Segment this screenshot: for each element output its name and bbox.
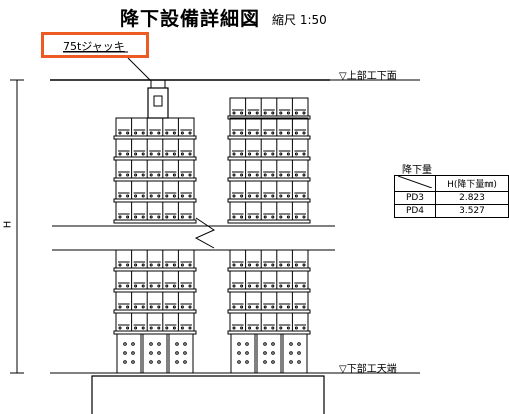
diagonal-slash-icon — [397, 175, 433, 189]
table-header-row: H(降下量㎜) — [394, 175, 509, 192]
cribbing-layer — [115, 312, 195, 332]
top-level-label: ▽上部工下面 — [339, 71, 397, 82]
cribbing-layer — [115, 249, 195, 269]
base-block — [142, 333, 168, 374]
cribbing-layer — [229, 180, 309, 200]
jack-label: 75tジャッキ — [63, 40, 125, 53]
cribbing-layer — [115, 117, 195, 137]
drop-table-title: 降下量 — [402, 165, 432, 176]
cribbing-plate — [227, 115, 311, 120]
table-row: PD3 2.823 — [394, 191, 509, 205]
cribbing-layer — [115, 270, 195, 290]
table-row: PD4 3.527 — [394, 204, 509, 218]
cribbing-layer — [229, 291, 309, 311]
cribbing-layer — [229, 159, 309, 179]
cribbing-layer — [115, 159, 195, 179]
table-cell-name: PD3 — [394, 191, 436, 205]
base-block — [256, 333, 282, 374]
height-dimension-label: H — [2, 220, 14, 229]
cribbing-layer — [115, 180, 195, 200]
drawing-title: 降下設備詳細図 — [120, 8, 261, 30]
table-header-cell — [394, 175, 436, 192]
cribbing-plate — [113, 219, 197, 224]
jack-body — [147, 87, 169, 119]
table-cell-name: PD4 — [394, 204, 436, 218]
base-block — [282, 333, 308, 374]
table-cell-value: 3.527 — [435, 204, 509, 218]
table-header-cell: H(降下量㎜) — [435, 175, 509, 192]
cribbing-layer — [229, 201, 309, 221]
pier-block — [91, 375, 325, 414]
cribbing-layer — [229, 97, 309, 117]
base-block — [230, 333, 256, 374]
cribbing-layer — [115, 138, 195, 158]
scale-label: 縮尺 1:50 — [272, 13, 327, 27]
cribbing-plate — [227, 219, 311, 224]
drop-table: H(降下量㎜) PD3 2.823 PD4 3.527 — [394, 175, 509, 218]
cribbing-layer — [229, 138, 309, 158]
cribbing-layer — [229, 270, 309, 290]
cribbing-layer — [229, 117, 309, 137]
base-block — [116, 333, 142, 374]
jack-label-highlight — [41, 32, 149, 58]
table-cell-value: 2.823 — [435, 191, 509, 205]
bottom-level-label: ▽下部工天端 — [339, 364, 397, 375]
base-block — [168, 333, 194, 374]
cribbing-layer — [115, 201, 195, 221]
cribbing-layer — [229, 249, 309, 269]
cribbing-layer — [115, 291, 195, 311]
cribbing-layer — [229, 312, 309, 332]
